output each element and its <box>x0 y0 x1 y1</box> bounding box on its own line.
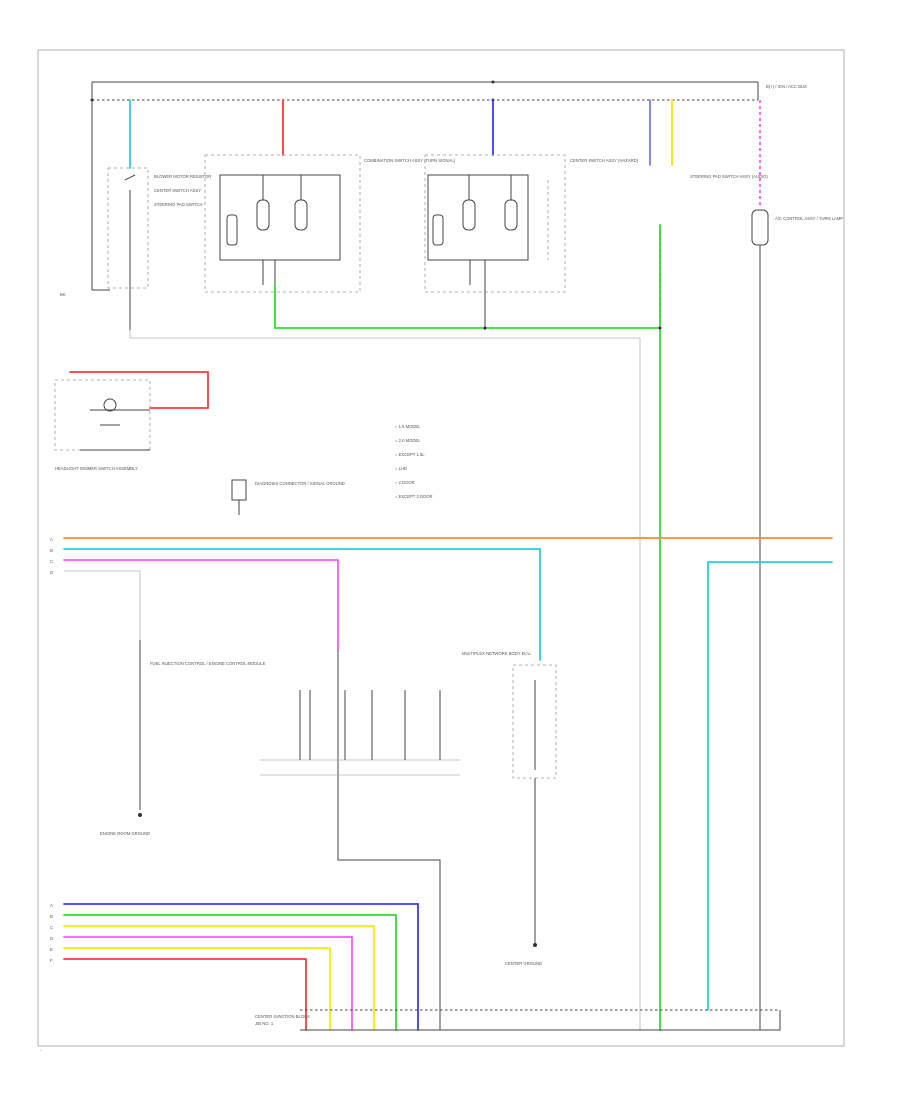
wire-yellow-bottom-2 <box>63 947 331 1031</box>
component-right-top: A/C CONTROL ASSY / TURN LAMP <box>751 100 843 1030</box>
legend-2: = 2.0 MODEL <box>395 438 421 443</box>
left-terminals-mid: A B C D <box>50 537 53 575</box>
terminal-bottom-e: E <box>50 947 53 952</box>
component-combination-switch: COMBINATION SWITCH ASSY (TURN SIGNAL) <box>204 99 456 293</box>
component-c-title: CENTER SWITCH ASSY (HAZARD) <box>570 158 639 163</box>
component-e-title: A/C CONTROL ASSY / TURN LAMP <box>775 216 843 221</box>
terminal-mid-d: D <box>50 570 53 575</box>
wire-red-bottom <box>63 958 307 1031</box>
terminal-bottom-a: A <box>50 903 53 908</box>
body-ecu-ground: CENTER GROUND <box>505 961 542 966</box>
wire-yellow-bottom <box>63 925 375 1031</box>
diagnosis-label: DIAGNOSIS CONNECTOR / SIGNAL GROUND <box>255 481 345 486</box>
component-connector-cluster <box>260 650 460 1030</box>
wire-blue-bottom <box>63 903 419 1031</box>
legend: = 1.5 MODEL = 2.0 MODEL = EXCEPT 1.5L = … <box>395 424 433 499</box>
component-ecm: FUEL INJECTION CONTROL / ENGINE CONTROL … <box>100 640 266 836</box>
terminal-bottom-c: C <box>50 925 53 930</box>
headlight-switch-label: HEADLIGHT DIMMER SWITCH ASSEMBLY <box>55 466 138 471</box>
component-label-3: STEERING PAD SWITCH <box>154 202 203 207</box>
junction-label: CENTER JUNCTION BLOCK <box>255 1014 310 1019</box>
diagram-frame <box>37 49 845 1047</box>
legend-5: = 2 DOOR <box>395 480 415 485</box>
wire-red-loop <box>69 371 209 409</box>
wire-magenta-bottom <box>63 936 353 1031</box>
wire-gray-long <box>129 330 641 1030</box>
left-wire-tag: BK <box>60 292 66 297</box>
terminal-bottom-f: F <box>50 958 53 963</box>
component-b-title: COMBINATION SWITCH ASSY (TURN SIGNAL) <box>364 158 456 163</box>
wire-magenta-mid <box>63 559 339 651</box>
legend-3: = EXCEPT 1.5L <box>395 452 425 457</box>
wire-cyan-mid <box>63 548 541 661</box>
legend-1: = 1.5 MODEL <box>395 424 421 429</box>
junction-ref: J/B NO. 1 <box>255 1021 274 1026</box>
left-terminals-bottom: A B C D E F <box>50 903 53 963</box>
top-bus <box>90 80 759 102</box>
component-label-2: CENTER SWITCH ASSY <box>154 188 201 193</box>
page-marker: - <box>40 1048 42 1053</box>
terminal-mid-b: B <box>50 548 53 553</box>
legend-6: = EXCEPT 2 DOOR <box>395 494 433 499</box>
component-body-ecu: MULTIPLEX NETWORK BODY ECU CENTER GROUND <box>462 651 557 966</box>
component-junction-block: CENTER JUNCTION BLOCK J/B NO. 1 <box>255 1009 781 1031</box>
ecm-label: FUEL INJECTION CONTROL / ENGINE CONTROL … <box>150 661 266 666</box>
top-bus-label: B(+) / IGN / ACC BUS <box>766 84 807 89</box>
component-diagnosis: DIAGNOSIS CONNECTOR / SIGNAL GROUND <box>231 479 345 515</box>
wire-green-bottom <box>63 914 397 1031</box>
component-headlight-switch: HEADLIGHT DIMMER SWITCH ASSEMBLY <box>54 371 209 471</box>
terminal-bottom-d: D <box>50 936 53 941</box>
component-label-1: BLOWER MOTOR RESISTOR <box>154 174 211 179</box>
component-d-title: STEERING PAD SWITCH ASSY (AUDIO) <box>690 174 768 179</box>
terminal-bottom-b: B <box>50 914 53 919</box>
ecm-ground: ENGINE ROOM GROUND <box>100 831 150 836</box>
wire-green-bus <box>274 224 662 1031</box>
wire-gray-mid <box>64 570 141 640</box>
body-ecu-label: MULTIPLEX NETWORK BODY ECU <box>462 651 530 656</box>
wire-cyan-mid-right <box>707 561 833 1011</box>
legend-4: = LHD <box>395 466 407 471</box>
component-center-switch: CENTER SWITCH ASSY (HAZARD) <box>424 99 639 330</box>
terminal-mid-c: C <box>50 559 53 564</box>
component-top-left: BLOWER MOTOR RESISTOR CENTER SWITCH ASSY… <box>107 99 211 330</box>
terminal-mid-a: A <box>50 537 53 542</box>
